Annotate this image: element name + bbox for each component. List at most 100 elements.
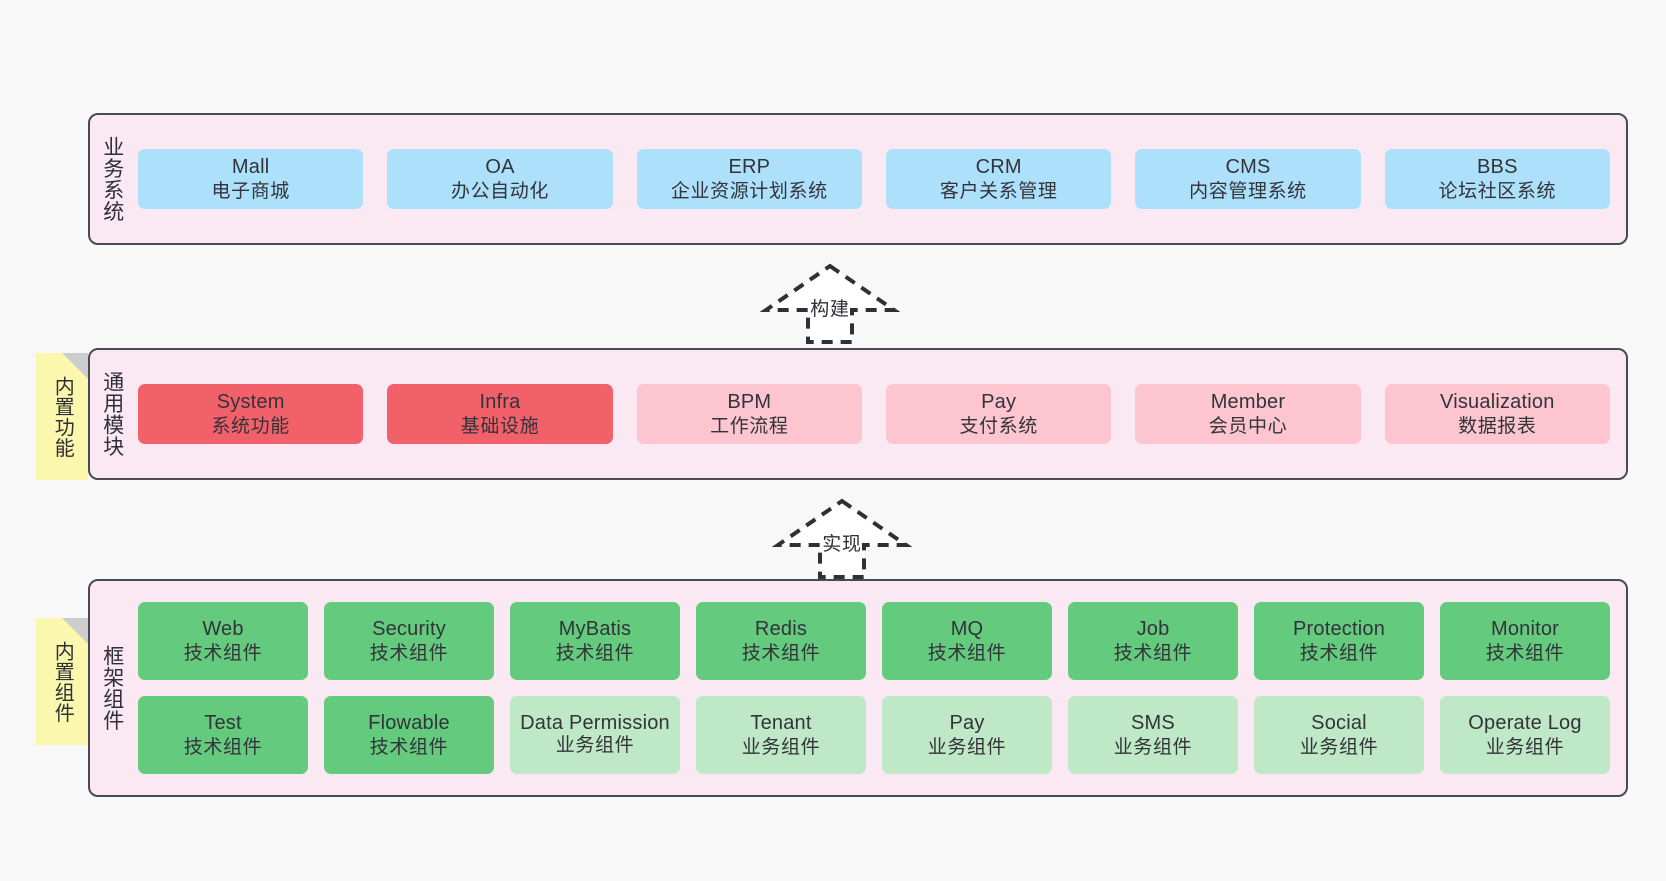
layer-title-business-system: 业务系统 — [100, 136, 124, 222]
connector-implement: 实现 — [772, 497, 912, 579]
card-monitor[interactable]: Monitor 技术组件 — [1440, 602, 1610, 680]
card-subtitle: 业务组件 — [927, 736, 1007, 758]
connector-label: 实现 — [822, 534, 862, 555]
card-title: CRM — [975, 155, 1022, 178]
card-test[interactable]: Test 技术组件 — [138, 696, 308, 774]
card-protection[interactable]: Protection 技术组件 — [1254, 602, 1424, 680]
card-security[interactable]: Security 技术组件 — [324, 602, 494, 680]
card-title: Visualization — [1440, 390, 1555, 413]
card-title: CMS — [1225, 155, 1271, 178]
layer-framework-components: 框架组件 Web 技术组件 Security 技术组件 MyBatis 技术组件… — [88, 579, 1628, 797]
card-title: Social — [1311, 711, 1367, 734]
card-row: System 系统功能 Infra 基础设施 BPM 工作流程 Pay 支付系统… — [138, 383, 1610, 445]
card-subtitle: 技术组件 — [1299, 642, 1379, 664]
card-subtitle: 企业资源计划系统 — [670, 180, 828, 202]
sticky-note-builtin-function: 内置功能 — [36, 353, 88, 480]
card-pay-component[interactable]: Pay 业务组件 — [882, 696, 1052, 774]
card-erp[interactable]: ERP 企业资源计划系统 — [636, 148, 862, 210]
card-title: BBS — [1476, 155, 1518, 178]
card-title: Protection — [1292, 617, 1386, 640]
card-operate-log[interactable]: Operate Log 业务组件 — [1440, 696, 1610, 774]
card-subtitle: 技术组件 — [741, 642, 821, 664]
connector-label: 构建 — [810, 299, 850, 320]
card-title: Mall — [231, 155, 270, 178]
layer-body-business-system: Mall 电子商城 OA 办公自动化 ERP 企业资源计划系统 CRM 客户关系… — [134, 115, 1626, 243]
layer-body-common-modules: System 系统功能 Infra 基础设施 BPM 工作流程 Pay 支付系统… — [134, 350, 1626, 478]
card-subtitle: 会员中心 — [1208, 415, 1288, 437]
card-subtitle: 技术组件 — [369, 642, 449, 664]
card-subtitle: 客户关系管理 — [939, 180, 1058, 202]
card-oa[interactable]: OA 办公自动化 — [387, 148, 613, 210]
card-title: Member — [1210, 390, 1286, 413]
card-social[interactable]: Social 业务组件 — [1254, 696, 1424, 774]
card-subtitle: 技术组件 — [1485, 642, 1565, 664]
card-data-permission[interactable]: Data Permission 业务组件 — [510, 696, 680, 774]
card-title: Operate Log — [1468, 711, 1582, 734]
layer-title-framework-components: 框架组件 — [100, 645, 124, 731]
layer-common-modules: 通用模块 System 系统功能 Infra 基础设施 BPM 工作流程 Pay… — [88, 348, 1628, 480]
card-crm[interactable]: CRM 客户关系管理 — [885, 148, 1112, 210]
card-member[interactable]: Member 会员中心 — [1135, 383, 1361, 445]
card-pay[interactable]: Pay 支付系统 — [885, 383, 1112, 445]
layer-body-framework-components: Web 技术组件 Security 技术组件 MyBatis 技术组件 Redi… — [134, 581, 1626, 795]
sticky-note-label: 内置组件 — [51, 640, 74, 723]
layer-business-system: 业务系统 Mall 电子商城 OA 办公自动化 ERP 企业资源计划系统 CRM… — [88, 113, 1628, 245]
card-row: Mall 电子商城 OA 办公自动化 ERP 企业资源计划系统 CRM 客户关系… — [138, 148, 1610, 210]
card-subtitle: 内容管理系统 — [1189, 180, 1307, 202]
card-tenant[interactable]: Tenant 业务组件 — [696, 696, 866, 774]
connector-build: 构建 — [760, 262, 900, 344]
card-sms[interactable]: SMS 业务组件 — [1068, 696, 1238, 774]
card-title: Pay — [981, 390, 1017, 413]
card-mall[interactable]: Mall 电子商城 — [138, 148, 364, 210]
card-subtitle: 技术组件 — [183, 736, 263, 758]
card-subtitle: 支付系统 — [959, 415, 1038, 437]
card-subtitle: 技术组件 — [183, 642, 263, 664]
card-cms[interactable]: CMS 内容管理系统 — [1135, 148, 1361, 210]
card-mq[interactable]: MQ 技术组件 — [882, 602, 1052, 680]
card-subtitle: 技术组件 — [369, 736, 449, 758]
generalization-arrow-icon — [760, 263, 900, 344]
card-subtitle: 办公自动化 — [450, 180, 549, 202]
card-subtitle: 业务组件 — [1299, 736, 1379, 758]
card-title: Test — [204, 711, 242, 734]
card-title: MQ — [950, 617, 984, 640]
card-title: BPM — [727, 390, 772, 413]
card-job[interactable]: Job 技术组件 — [1068, 602, 1238, 680]
card-mybatis[interactable]: MyBatis 技术组件 — [510, 602, 680, 680]
sticky-note-builtin-component: 内置组件 — [36, 618, 88, 745]
card-subtitle: 论坛社区系统 — [1438, 180, 1557, 202]
card-bpm[interactable]: BPM 工作流程 — [636, 383, 862, 445]
card-subtitle: 业务组件 — [741, 736, 821, 758]
card-flowable[interactable]: Flowable 技术组件 — [324, 696, 494, 774]
card-row-business: Test 技术组件 Flowable 技术组件 Data Permission … — [138, 696, 1610, 774]
card-title: Security — [372, 617, 446, 640]
card-visualization[interactable]: Visualization 数据报表 — [1384, 383, 1610, 445]
card-title: OA — [485, 155, 515, 178]
card-subtitle: 技术组件 — [927, 642, 1007, 664]
card-infra[interactable]: Infra 基础设施 — [387, 383, 613, 445]
card-title: MyBatis — [558, 617, 632, 640]
card-bbs[interactable]: BBS 论坛社区系统 — [1384, 148, 1610, 210]
card-web[interactable]: Web 技术组件 — [138, 602, 308, 680]
card-subtitle: 数据报表 — [1458, 415, 1537, 437]
card-title: Infra — [479, 390, 521, 413]
card-subtitle: 系统功能 — [211, 415, 290, 437]
card-subtitle: 业务组件 — [1485, 736, 1565, 758]
sticky-note-label: 内置功能 — [51, 375, 74, 458]
card-subtitle: 技术组件 — [555, 642, 635, 664]
card-title: System — [216, 390, 285, 413]
card-title: Data Permission — [520, 711, 670, 734]
card-subtitle: 工作流程 — [710, 415, 789, 437]
card-system[interactable]: System 系统功能 — [138, 383, 364, 445]
card-title: Redis — [754, 617, 808, 640]
card-subtitle: 业务组件 — [555, 735, 635, 757]
generalization-arrow-icon — [772, 498, 912, 579]
card-subtitle: 基础设施 — [460, 415, 540, 437]
card-title: ERP — [728, 155, 771, 178]
card-title: Tenant — [750, 711, 812, 734]
card-title: Flowable — [368, 711, 450, 734]
card-title: SMS — [1131, 711, 1175, 734]
card-subtitle: 电子商城 — [211, 180, 290, 202]
card-redis[interactable]: Redis 技术组件 — [696, 602, 866, 680]
card-title: Job — [1136, 617, 1170, 640]
